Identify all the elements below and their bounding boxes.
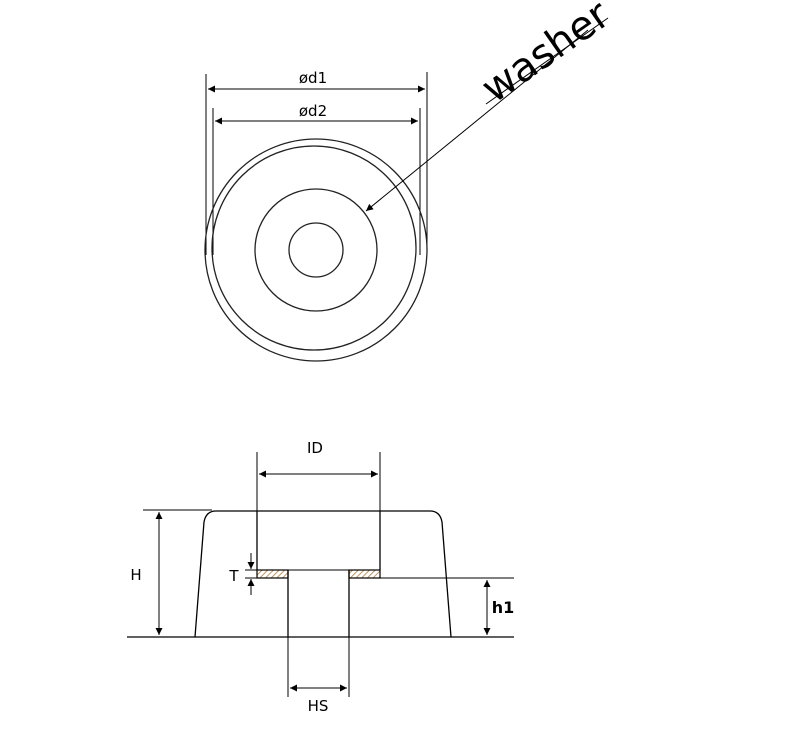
top-view: ød1 ød2 washer <box>204 0 619 362</box>
section-view: ID H T h1 HS <box>127 439 514 715</box>
washer-underline <box>485 17 609 105</box>
washer-leader-line <box>365 29 589 212</box>
outer-inner-circle <box>211 145 417 351</box>
washer-circle <box>254 188 378 312</box>
washer-section-left <box>256 569 289 579</box>
id-label: ID <box>307 439 323 457</box>
washer-callout-label: washer <box>473 0 618 112</box>
washer-section-right <box>348 569 381 579</box>
t-label: T <box>228 567 239 585</box>
body-profile <box>194 510 452 638</box>
d1-label: ød1 <box>299 69 327 87</box>
outer-circle <box>204 138 428 362</box>
d2-label: ød2 <box>299 102 327 120</box>
hole-circle <box>288 222 344 278</box>
h1-label: h1 <box>492 598 515 617</box>
hs-label: HS <box>308 697 329 715</box>
h-label: H <box>130 566 141 584</box>
